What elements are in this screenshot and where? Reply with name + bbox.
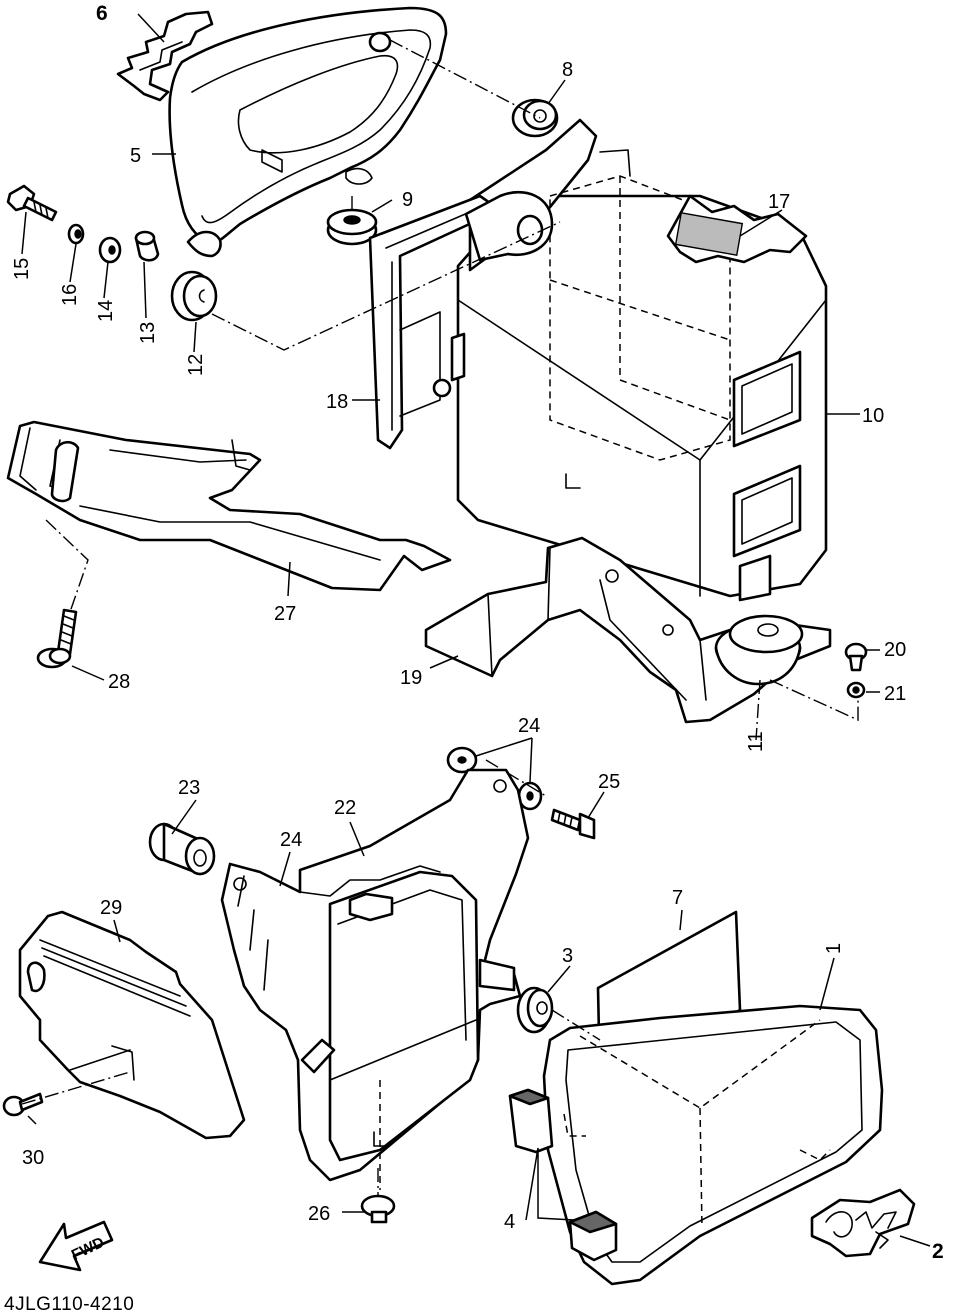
part-14-washer bbox=[98, 236, 122, 264]
part-4-pad-upper bbox=[508, 1088, 554, 1154]
part-13-collar bbox=[134, 230, 160, 262]
callout-29: 29 bbox=[100, 897, 122, 919]
part-23-bolt bbox=[148, 822, 216, 876]
part-6-emblem bbox=[116, 10, 214, 102]
callout-24-upper: 24 bbox=[518, 715, 540, 737]
part-5-side-cover-left bbox=[168, 6, 448, 258]
callout-20: 20 bbox=[884, 639, 906, 661]
callout-24-left: 24 bbox=[280, 829, 302, 851]
part-28-bolt bbox=[36, 608, 78, 669]
callout-1: 1 bbox=[823, 943, 845, 954]
diagram-code: 4JLG110-4210 bbox=[4, 1294, 134, 1315]
callout-3: 3 bbox=[562, 945, 573, 967]
part-26-grommet bbox=[360, 1194, 396, 1224]
part-21-nut bbox=[846, 681, 866, 699]
part-24-washer-upper bbox=[446, 746, 478, 774]
callout-15: 15 bbox=[11, 258, 33, 280]
callout-12: 12 bbox=[185, 354, 207, 376]
part-2-emblem bbox=[810, 1188, 916, 1258]
callout-13: 13 bbox=[137, 322, 159, 344]
callout-10: 10 bbox=[862, 405, 884, 427]
part-25-bolt bbox=[550, 808, 596, 840]
callout-25: 25 bbox=[598, 771, 620, 793]
part-27-fender bbox=[6, 420, 452, 592]
callout-6: 6 bbox=[96, 2, 108, 25]
callout-labels: 6 5 8 9 17 15 16 14 13 12 18 10 27 28 19… bbox=[11, 2, 944, 1263]
callout-22: 22 bbox=[334, 797, 356, 819]
callout-9: 9 bbox=[402, 189, 413, 211]
fwd-direction-arrow: FWD bbox=[38, 1220, 114, 1272]
part-18-bracket bbox=[368, 191, 554, 450]
callout-30: 30 bbox=[22, 1147, 44, 1169]
callout-19: 19 bbox=[400, 667, 422, 689]
callout-16: 16 bbox=[59, 284, 81, 306]
callout-17: 17 bbox=[768, 191, 790, 213]
center-lines bbox=[21, 39, 859, 1196]
leader-lines bbox=[21, 13, 931, 1247]
part-20-screw bbox=[844, 642, 868, 672]
part-22-housing bbox=[220, 768, 530, 1190]
callout-27: 27 bbox=[274, 603, 296, 625]
part-16-washer bbox=[67, 223, 85, 245]
callout-4: 4 bbox=[504, 1211, 515, 1233]
part-15-bolt bbox=[6, 184, 58, 222]
part-30-screw bbox=[2, 1092, 44, 1117]
callout-23: 23 bbox=[178, 777, 200, 799]
part-4-pad-lower bbox=[568, 1210, 618, 1262]
callout-7: 7 bbox=[672, 887, 683, 909]
callout-26: 26 bbox=[308, 1203, 330, 1225]
part-10-battery-box bbox=[456, 118, 828, 602]
part-29-cover bbox=[18, 910, 246, 1140]
callout-21: 21 bbox=[884, 683, 906, 705]
part-17-pad bbox=[666, 194, 808, 264]
callout-18: 18 bbox=[326, 391, 348, 413]
callout-14: 14 bbox=[95, 300, 117, 322]
callout-28: 28 bbox=[108, 671, 130, 693]
part-11-mount bbox=[714, 614, 804, 686]
callout-5: 5 bbox=[130, 145, 141, 167]
callout-8: 8 bbox=[562, 59, 573, 81]
callout-11: 11 bbox=[745, 731, 767, 752]
callout-2: 2 bbox=[932, 1240, 944, 1263]
part-3-grommet bbox=[516, 986, 554, 1034]
part-8-grommet bbox=[511, 98, 559, 138]
part-12-grommet bbox=[170, 270, 218, 322]
